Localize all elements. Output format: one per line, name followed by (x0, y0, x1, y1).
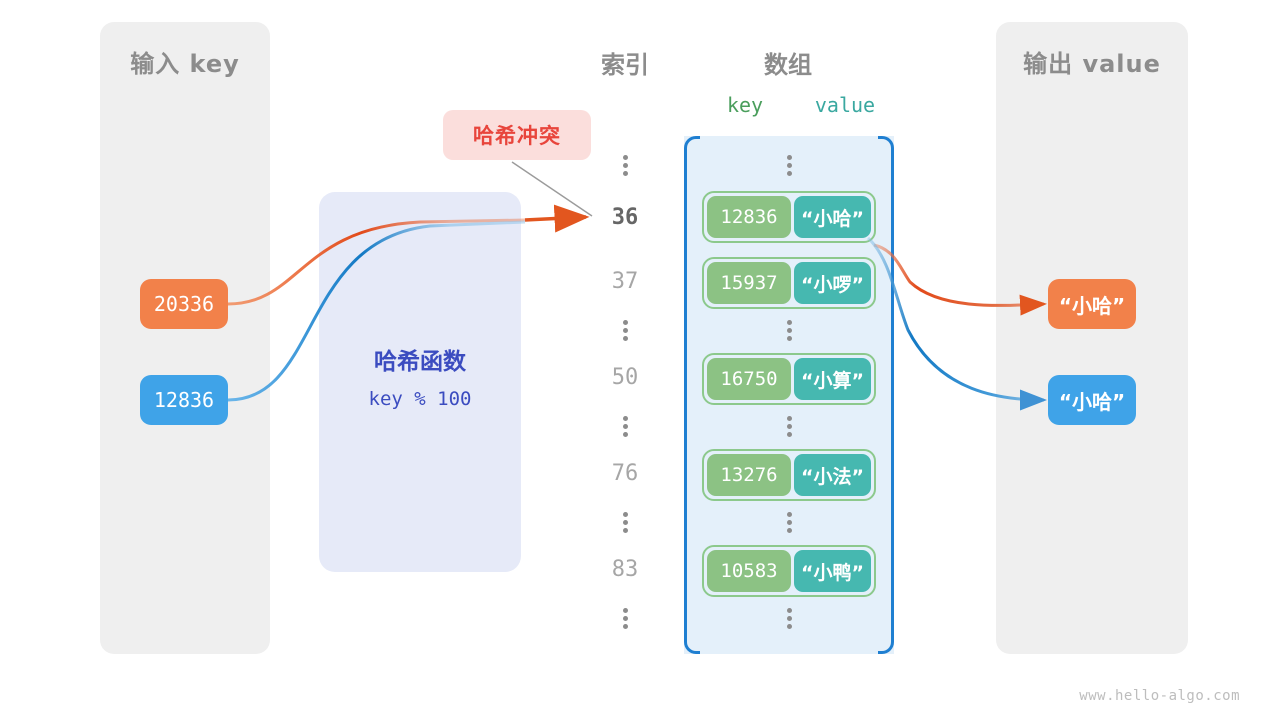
array-cell[interactable]: 13276 “小法” (702, 449, 876, 501)
edge-cell-to-output-blue (866, 236, 1047, 411)
cell-key: 13276 (707, 454, 791, 496)
array-bracket-right (878, 136, 894, 654)
index-label-37: 37 (611, 269, 639, 294)
index-ellipsis (580, 509, 670, 540)
vertical-dots-icon (786, 413, 792, 440)
hash-function-box: 哈希函数 key % 100 (319, 192, 521, 572)
edge-key1-to-hash (227, 218, 526, 306)
array-cell[interactable]: 10583 “小鸭” (702, 545, 876, 597)
array-ellipsis (700, 509, 878, 540)
cell-value: “小啰” (794, 262, 871, 304)
cell-key: 10583 (707, 550, 791, 592)
cell-value: “小算” (794, 358, 871, 400)
collision-annotation: 哈希冲突 (443, 110, 591, 160)
array-ellipsis (700, 605, 878, 636)
index-ellipsis (580, 152, 670, 183)
cell-key: 12836 (707, 196, 791, 238)
watermark: www.hello-algo.com (1079, 688, 1240, 704)
input-key-12836[interactable]: 12836 (140, 375, 228, 425)
vertical-dots-icon (786, 509, 792, 536)
array-ellipsis (700, 152, 878, 183)
index-label-83: 83 (611, 557, 639, 582)
index-ellipsis (580, 317, 670, 348)
index-ellipsis (580, 413, 670, 444)
hash-function-formula: key % 100 (368, 388, 472, 410)
key-subheader: key (726, 93, 764, 117)
array-bracket-left (684, 136, 700, 654)
array-ellipsis (700, 317, 878, 348)
array-cell[interactable]: 15937 “小啰” (702, 257, 876, 309)
edge-cell-to-output-orange (873, 243, 1047, 316)
edge-key2-to-hash (227, 220, 526, 402)
index-label-50: 50 (611, 365, 639, 390)
input-key-20336[interactable]: 20336 (140, 279, 228, 329)
array-column-header: 数组 (764, 51, 812, 79)
vertical-dots-icon (622, 413, 628, 440)
index-label-36: 36 (611, 205, 639, 230)
vertical-dots-icon (622, 605, 628, 632)
edge-collision-leader (511, 161, 593, 217)
output-panel: 输出 value (996, 22, 1188, 654)
vertical-dots-icon (786, 605, 792, 632)
output-value-orange[interactable]: “小哈” (1048, 279, 1136, 329)
vertical-dots-icon (622, 152, 628, 179)
vertical-dots-icon (622, 509, 628, 536)
cell-key: 15937 (707, 262, 791, 304)
output-panel-title: 输出 value (1023, 50, 1161, 78)
cell-value: “小哈” (794, 196, 871, 238)
input-panel-title: 输入 key (130, 50, 240, 78)
vertical-dots-icon (786, 317, 792, 344)
vertical-dots-icon (622, 317, 628, 344)
array-ellipsis (700, 413, 878, 444)
edge-hash-to-index36 (524, 204, 590, 233)
vertical-dots-icon (786, 152, 792, 179)
index-column-header: 索引 (601, 51, 649, 79)
cell-value: “小鸭” (794, 550, 871, 592)
cell-value: “小法” (794, 454, 871, 496)
input-panel: 输入 key (100, 22, 270, 654)
cell-key: 16750 (707, 358, 791, 400)
index-label-76: 76 (611, 461, 639, 486)
index-ellipsis (580, 605, 670, 636)
output-value-blue[interactable]: “小哈” (1048, 375, 1136, 425)
array-cell[interactable]: 12836 “小哈” (702, 191, 876, 243)
array-cell[interactable]: 16750 “小算” (702, 353, 876, 405)
value-subheader: value (814, 93, 876, 117)
hash-function-title: 哈希函数 (374, 349, 466, 375)
